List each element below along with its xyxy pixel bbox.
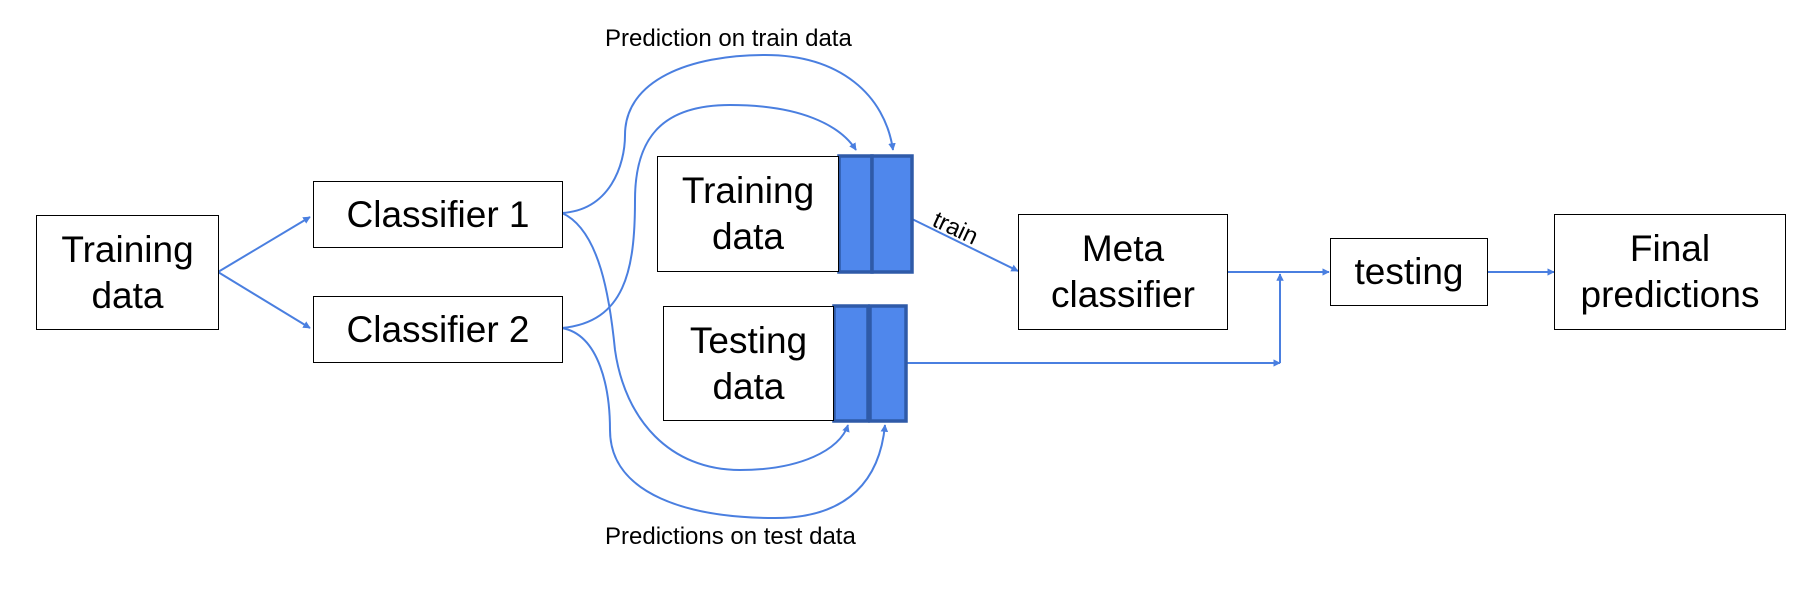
final-predictions-label: Final predictions xyxy=(1580,228,1760,315)
classifier-2-box: Classifier 2 xyxy=(313,296,563,363)
train-prediction-column-1 xyxy=(837,154,874,274)
testing-box: testing xyxy=(1330,238,1488,306)
final-predictions-box: Final predictions xyxy=(1554,214,1786,330)
stack-testing-data-box: Testing data xyxy=(663,306,834,421)
arrow-classifier-2-train-prediction xyxy=(561,103,857,329)
arrow-classifier-1-train-prediction xyxy=(561,53,896,214)
stack-testing-data-label: Testing data xyxy=(689,319,808,407)
classifier-1-box: Classifier 1 xyxy=(313,181,563,248)
test-prediction-column-2 xyxy=(868,304,908,423)
arrow-train-to-meta xyxy=(909,217,1019,272)
testing-label: testing xyxy=(1354,251,1464,292)
training-data-label: Training data xyxy=(61,228,194,316)
classifier-1-label: Classifier 1 xyxy=(346,193,530,235)
stack-training-data-label: Training data xyxy=(681,170,815,257)
arrow-training-to-classifier-1 xyxy=(217,216,311,273)
arrow-classifier-1-test-prediction xyxy=(561,212,850,472)
meta-classifier-label: Meta classifier xyxy=(1051,228,1195,315)
train-predictions-label: Prediction on train data xyxy=(605,25,852,52)
stack-training-data-box: Training data xyxy=(657,156,839,272)
training-data-box: Training data xyxy=(36,215,219,330)
arrow-training-to-classifier-2 xyxy=(217,271,311,329)
test-predictions-label: Predictions on test data xyxy=(605,523,856,550)
classifier-2-label: Classifier 2 xyxy=(346,308,530,350)
meta-classifier-box: Meta classifier xyxy=(1018,214,1228,330)
test-prediction-column-1 xyxy=(832,304,870,423)
train-prediction-column-2 xyxy=(870,154,914,274)
arrow-classifier-2-test-prediction xyxy=(561,327,889,520)
